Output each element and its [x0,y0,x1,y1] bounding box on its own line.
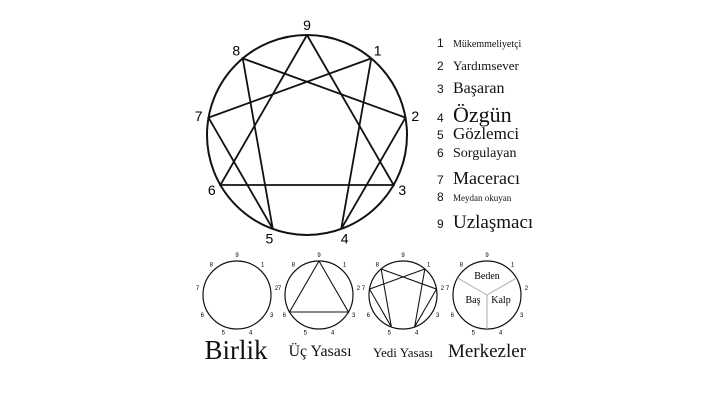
point-number: 2 [275,286,279,292]
type-label: Uzlaşmacı [453,212,534,233]
type-label: Mükemmeliyetçi [453,39,522,50]
point-number: 2 [441,286,445,292]
point-number: 6 [208,182,216,198]
enneagram: 9 1 2 3 4 5 6 7 8 [196,253,279,337]
point-number: 5 [388,331,392,337]
enneagram: 9 1 2 3 4 5 6 7 8 [362,253,445,337]
type-number: 8 [437,190,444,204]
type-label: Maceracı [453,168,520,188]
point-number: 8 [376,262,380,268]
center-label: Kalp [491,295,510,306]
type-number: 7 [437,173,444,187]
circle [368,260,438,330]
hexad-lines [207,57,407,230]
type-list-item: 8 Meydan okuyan [437,190,533,212]
type-number: 9 [437,217,444,231]
point-number: 7 [195,108,203,124]
caption-merkezler: Merkezler [447,341,527,362]
type-list-item: 9 Uzlaşmacı [437,212,533,234]
point-number: 7 [362,286,366,292]
point-number: 6 [451,313,455,319]
caption-uc-yasasi: Üç Yasası [288,343,352,360]
center-label: Beden [474,271,500,282]
type-label: Yardımsever [453,58,519,73]
enneagram: 9 1 2 3 4 5 6 7 8 [278,253,361,337]
point-number: 9 [317,253,321,259]
point-number: 5 [265,230,273,246]
center-label: Baş [466,295,481,306]
triangle-lines [288,260,350,313]
type-number: 2 [437,59,444,73]
point-number: 3 [398,182,406,198]
point-number: 4 [415,331,419,337]
point-number: 8 [292,262,296,268]
type-number: 3 [437,82,444,96]
center-divider [457,277,488,296]
type-list-item: 5 Gözlemci [437,124,533,146]
point-number: 6 [367,313,371,319]
point-number: 2 [525,286,529,292]
type-list-item: 4 Özgün [437,102,533,127]
point-number: 3 [270,313,274,319]
point-number: 1 [261,262,265,268]
point-number: 6 [283,313,287,319]
point-number: 5 [472,331,476,337]
type-list-item: 1 Mükemmeliyetçi [437,36,533,58]
point-number: 8 [460,262,464,268]
point-number: 2 [357,286,361,292]
type-label: Özgün [453,102,512,127]
point-number: 1 [343,262,347,268]
circle [206,34,408,236]
point-number: 3 [436,313,440,319]
type-number: 6 [437,146,444,160]
type-label: Sorgulayan [453,146,517,161]
enneagram: 9 1 2 3 4 5 6 7 8 [195,17,420,246]
point-number: 4 [499,331,503,337]
point-number: 6 [201,313,205,319]
hexad-lines [368,268,438,328]
point-number: 1 [374,43,382,59]
triangle-lines [218,34,396,186]
point-number: 7 [278,286,282,292]
point-number: 7 [446,286,450,292]
point-number: 4 [249,331,253,337]
type-list-item: 6 Sorgulayan [437,146,533,168]
type-list-item: 3 Başaran [437,80,533,102]
point-number: 9 [303,17,311,33]
point-number: 9 [235,253,239,259]
caption-birlik: Birlik [204,335,268,365]
point-number: 3 [352,313,356,319]
type-label: Meydan okuyan [453,193,512,203]
type-number: 5 [437,128,444,142]
type-label: Gözlemci [453,124,520,143]
type-list-item: 2 Yardımsever [437,58,533,80]
type-list: 1 Mükemmeliyetçi 2 Yardımsever 3 Başaran 4 Özgü… [437,36,533,234]
point-number: 5 [222,331,226,337]
point-number: 1 [427,262,431,268]
caption-yedi-yasasi: Yedi Yasası [372,345,434,360]
type-number: 4 [437,111,444,125]
center-divider [486,277,517,296]
point-number: 4 [331,331,335,337]
type-label: Başaran [453,80,505,97]
point-number: 9 [485,253,489,259]
point-number: 3 [520,313,524,319]
type-number: 1 [437,36,444,50]
point-number: 8 [210,262,214,268]
circle [202,260,272,330]
point-number: 5 [304,331,308,337]
type-list-item: 7 Maceracı [437,168,533,190]
point-number: 8 [232,43,240,59]
point-number: 9 [401,253,405,259]
circle [284,260,354,330]
point-number: 1 [511,262,515,268]
point-number: 4 [341,230,349,246]
point-number: 7 [196,286,200,292]
point-number: 2 [411,108,419,124]
